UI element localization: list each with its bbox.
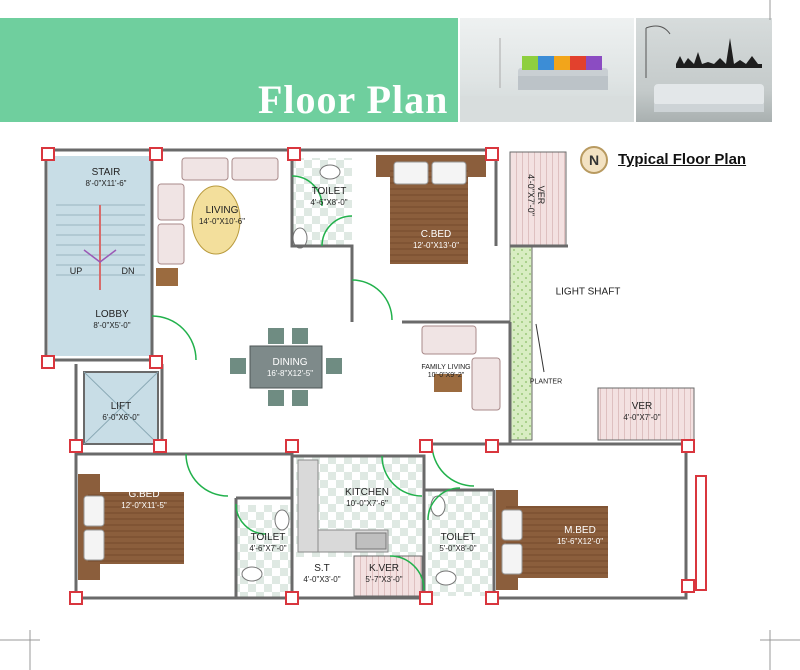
family-living-dim: 10'-0"X9'-2" bbox=[427, 372, 465, 379]
bed-gbed bbox=[78, 474, 184, 580]
lift-dim: 6'-0"X6'-0" bbox=[102, 413, 140, 422]
header-banner bbox=[0, 18, 458, 122]
room-label-lobby: LOBBY 8'-0"X5'-0" bbox=[93, 309, 130, 331]
toilet-bl-name: TOILET bbox=[250, 532, 286, 543]
family-table bbox=[434, 374, 462, 392]
ver-right-dim: 4'-0"X7'-0" bbox=[623, 413, 661, 422]
toilet-fixtures bbox=[241, 164, 457, 586]
interior-photo-skyline bbox=[636, 18, 772, 122]
room-label-toilet-top: TOILET 4'-6"X8'-0" bbox=[310, 186, 347, 208]
lobby-dim: 8'-0"X5'-0" bbox=[93, 321, 131, 330]
room-label-ver-top: VER 4'-0"X7'-0" bbox=[526, 174, 546, 216]
dining-name: DINING bbox=[272, 357, 308, 368]
lift-name: LIFT bbox=[110, 401, 132, 412]
toilet-br-name: TOILET bbox=[440, 532, 476, 543]
planter-leader bbox=[535, 323, 545, 373]
ver-right-name: VER bbox=[631, 401, 653, 412]
light-shaft-label: LIGHT SHAFT bbox=[555, 286, 621, 298]
bed-cbed bbox=[376, 155, 486, 264]
room-label-family-living: FAMILY LIVING 10'-0"X9'-2" bbox=[421, 364, 470, 380]
st-dim: 4'-0"X3'-0" bbox=[303, 575, 341, 584]
kitchen-name: KITCHEN bbox=[345, 487, 389, 498]
kver-dim: 5'-7"X3'-0" bbox=[365, 575, 403, 584]
stair-arrow bbox=[83, 249, 117, 263]
mbed-dim: 15'-6"X12'-0" bbox=[556, 537, 604, 546]
st-name: S.T bbox=[314, 563, 330, 574]
toilet-br-dim: 5'-0"X8'-0" bbox=[439, 544, 477, 553]
living-name: LIVING bbox=[205, 205, 239, 216]
room-label-gbed: G.BED 12'-0"X11'-5" bbox=[121, 489, 167, 511]
room-label-stair: STAIR 8'-0"X11'-6" bbox=[85, 167, 126, 189]
room-label-kitchen: KITCHEN 10'-0"X7'-6" bbox=[345, 487, 389, 509]
room-label-living: LIVING 14'-0"X10'-6" bbox=[199, 205, 245, 227]
kitchen-sink-icon bbox=[355, 532, 387, 550]
toilet-top-name: TOILET bbox=[311, 186, 347, 197]
living-table bbox=[191, 185, 241, 255]
gbed-dim: 12'-0"X11'-5" bbox=[121, 501, 167, 510]
room-label-dining: DINING 16'-8"X12'-5" bbox=[267, 357, 313, 379]
dining-set bbox=[230, 328, 342, 406]
planter-label: PLANTER bbox=[529, 378, 563, 386]
room-label-toilet-bl: TOILET 4'-6"X7'-0" bbox=[249, 532, 286, 554]
cbed-dim: 12'-0"X13'-0" bbox=[412, 241, 460, 250]
toilet-bl-dim: 4'-6"X7'-0" bbox=[249, 544, 287, 553]
mbed-name: M.BED bbox=[564, 525, 596, 536]
page-title: Floor Plan bbox=[258, 77, 449, 122]
cbed-name: C.BED bbox=[420, 229, 452, 240]
stair-name: STAIR bbox=[91, 167, 121, 178]
toilet-top-dim: 4'-6"X8'-0" bbox=[310, 198, 348, 207]
room-label-lift: LIFT 6'-0"X6'-0" bbox=[102, 401, 139, 423]
living-dim: 14'-0"X10'-6" bbox=[198, 217, 246, 226]
living-plant bbox=[156, 268, 178, 286]
stair-dim: 8'-0"X11'-6" bbox=[85, 179, 127, 188]
room-label-cbed: C.BED 12'-0"X13'-0" bbox=[413, 229, 459, 251]
north-compass-icon: N bbox=[580, 146, 608, 174]
gbed-name: G.BED bbox=[128, 489, 160, 500]
room-label-mbed: M.BED 15'-6"X12'-0" bbox=[557, 525, 603, 547]
north-label: N bbox=[588, 152, 600, 168]
verandah-top bbox=[509, 151, 567, 247]
stair-up-label: UP bbox=[69, 266, 83, 276]
structural-columns bbox=[41, 147, 707, 605]
family-living-name: FAMILY LIVING bbox=[421, 364, 471, 371]
ver-top-dim: 4'-0"X7'-0" bbox=[526, 174, 536, 216]
kitchen-dim: 10'-0"X7'-6" bbox=[346, 499, 388, 508]
room-label-st: S.T 4'-0"X3'-0" bbox=[303, 563, 340, 585]
lobby-name: LOBBY bbox=[95, 309, 129, 320]
interior-photo-sofa bbox=[460, 18, 634, 122]
kver-name: K.VER bbox=[368, 563, 400, 574]
door-swings bbox=[151, 175, 475, 591]
bed-mbed bbox=[496, 490, 608, 590]
room-label-ver-right: VER 4'-0"X7'-0" bbox=[623, 401, 660, 423]
stair-down-label: DN bbox=[121, 266, 135, 276]
ver-top-name: VER bbox=[536, 185, 546, 205]
dining-dim: 16'-8"X12'-5" bbox=[266, 369, 314, 378]
walls bbox=[44, 148, 688, 600]
living-sofas bbox=[157, 157, 501, 411]
room-label-kver: K.VER 5'-7"X3'-0" bbox=[365, 563, 402, 585]
room-label-toilet-br: TOILET 5'-0"X8'-0" bbox=[439, 532, 476, 554]
legend-title: Typical Floor Plan bbox=[618, 151, 747, 168]
kitchen-counter-side bbox=[297, 459, 319, 553]
planter-strip bbox=[509, 245, 533, 441]
lift-cross-b bbox=[83, 371, 159, 445]
verandah-right bbox=[597, 387, 695, 441]
